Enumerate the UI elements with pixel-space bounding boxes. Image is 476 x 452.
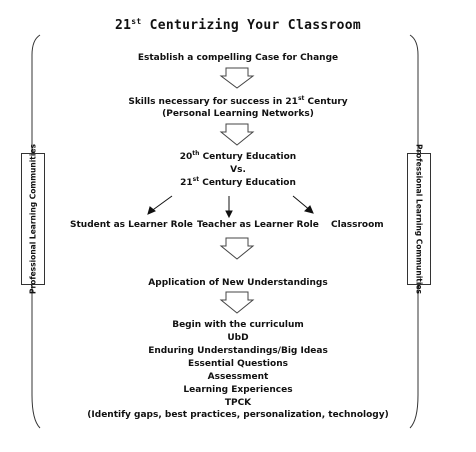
twentieth-century-education: 20th Century Education — [179, 150, 297, 163]
skills-subtitle: (Personal Learning Networks) — [162, 109, 314, 119]
down-arrow-1 — [219, 67, 255, 89]
down-arrow-4 — [219, 291, 255, 314]
final-list-item: Essential Questions — [188, 359, 288, 369]
final-list-item: Enduring Understandings/Big Ideas — [148, 346, 328, 356]
right-side-label-box: Professional Learning Communities — [407, 144, 431, 294]
down-arrow-3 — [219, 237, 255, 260]
page-title: 21st Centurizing Your Classroom — [115, 17, 361, 33]
final-list-item: Begin with the curriculum — [172, 320, 304, 330]
skills-heading: Skills necessary for success in 21st Cen… — [128, 95, 348, 108]
arrow-to-teacher — [225, 210, 233, 219]
down-arrow-2 — [219, 123, 255, 146]
versus-label: Vs. — [230, 165, 246, 175]
case-for-change: Establish a compelling Case for Change — [137, 53, 339, 63]
final-list-item: UbD — [227, 333, 249, 343]
final-list-item: Assessment — [207, 372, 269, 382]
arrow-to-student — [147, 206, 156, 215]
right-side-label: Professional Learning Communities — [414, 143, 424, 295]
final-list-item: Learning Experiences — [183, 385, 293, 395]
teacher-role: Teacher as Learner Role — [197, 220, 319, 230]
application-of-new-understandings: Application of New Understandings — [148, 278, 328, 288]
left-side-label: Professional Learning Communities — [28, 143, 38, 295]
left-side-label-box: Professional Learning Communities — [21, 144, 45, 294]
arrow-to-classroom — [304, 205, 314, 214]
student-role: Student as Learner Role — [70, 220, 193, 230]
final-list-item: (Identify gaps, best practices, personal… — [87, 410, 389, 420]
classroom-label: Classroom — [331, 220, 384, 230]
final-list-item: TPCK — [224, 398, 252, 408]
twentyfirst-century-education: 21st Century Education — [180, 176, 296, 189]
